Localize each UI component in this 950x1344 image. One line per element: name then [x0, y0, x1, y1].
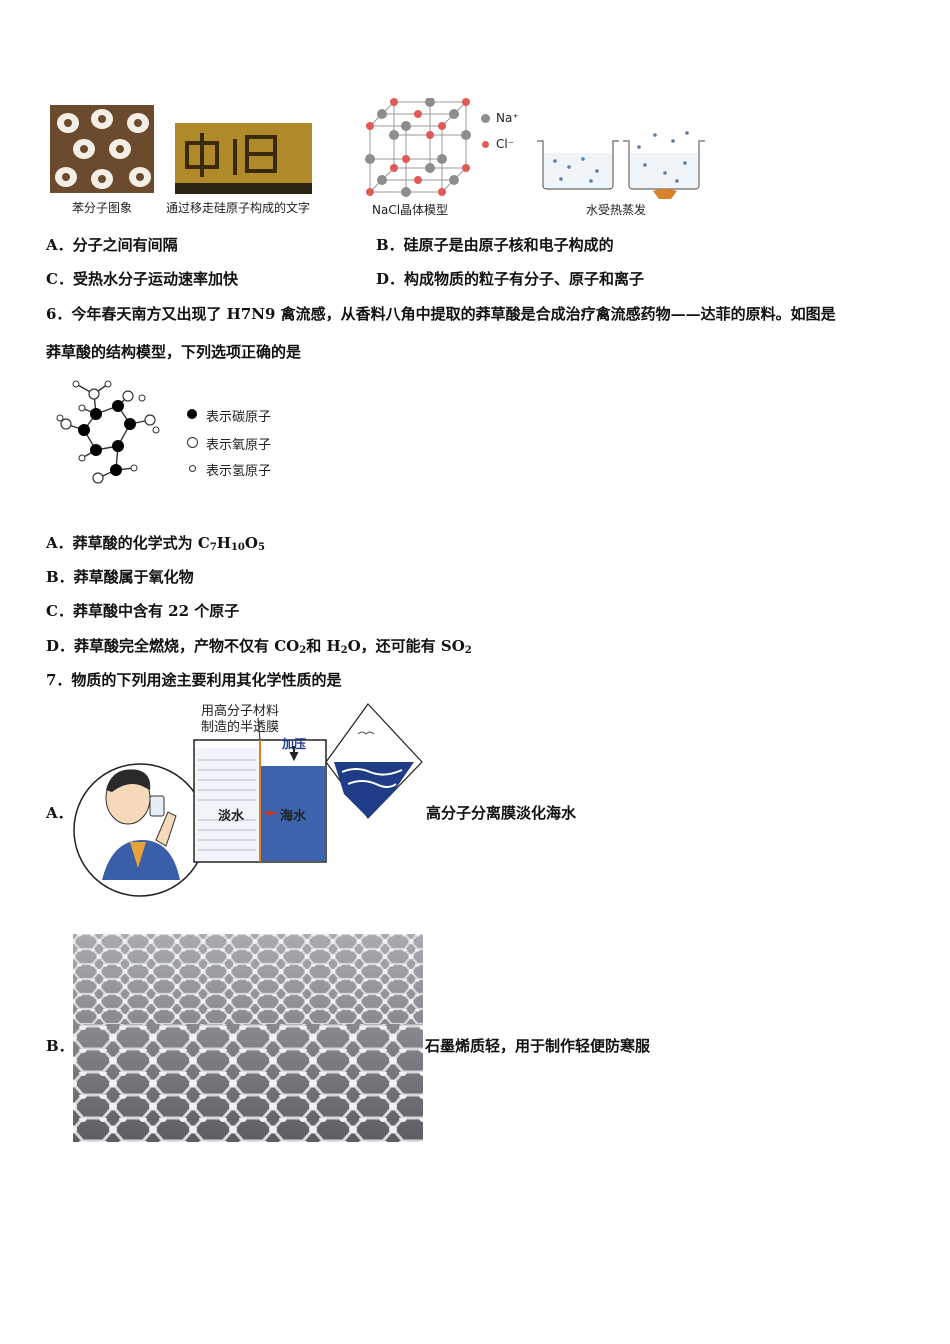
q7-option-a-label: A． — [46, 804, 73, 822]
sea-water-label: 海水 — [280, 809, 307, 824]
desalination-illustration — [72, 700, 424, 910]
fresh-water-label: 淡水 — [218, 809, 245, 824]
nacl-crystal-model — [364, 97, 476, 198]
q6-option-d: D．莽草酸完全燃烧，产物不仅有 CO2和 H2O，还可能有 SO2 — [46, 637, 472, 656]
q6-option-b: B．莽草酸属于氧化物 — [46, 568, 194, 586]
caption-benzene: 苯分子图象 — [72, 201, 133, 215]
na-legend-dot — [481, 114, 490, 123]
cl-legend-label: Cl⁻ — [496, 137, 515, 151]
q5-option-b: B．硅原子是由原子核和电子构成的 — [376, 236, 614, 254]
hydrogen-legend-dot — [189, 465, 196, 472]
na-legend-label: Na⁺ — [496, 111, 519, 125]
q6-option-a: A．莽草酸的化学式为 C7H10O5 — [46, 534, 265, 553]
graphene-image — [73, 934, 423, 1142]
q7-option-b-label: B． — [46, 1037, 74, 1055]
membrane-label-line2: 制造的半透膜 — [201, 720, 280, 735]
q7-stem: 7．物质的下列用途主要利用其化学性质的是 — [46, 671, 342, 689]
q7-option-a-text: 高分子分离膜淡化海水 — [426, 804, 577, 822]
carbon-legend-label: 表示碳原子 — [206, 410, 272, 425]
benzene-image — [50, 105, 154, 193]
oxygen-legend-dot — [187, 437, 198, 448]
q5-option-d: D．构成物质的粒子有分子、原子和离子 — [376, 270, 645, 288]
pressure-label: 加压 — [282, 737, 307, 751]
caption-nacl: NaCl晶体模型 — [372, 203, 449, 217]
water-evaporation-image — [535, 127, 707, 199]
q7-option-b-text: 石墨烯质轻，用于制作轻便防寒服 — [425, 1037, 651, 1055]
caption-evaporation: 水受热蒸发 — [586, 203, 647, 217]
q5-option-a: A．分子之间有间隔 — [46, 236, 178, 254]
silicon-text-image — [175, 123, 312, 194]
q6-option-c: C．莽草酸中含有 22 个原子 — [46, 602, 240, 620]
q5-option-c: C．受热水分子运动速率加快 — [46, 270, 238, 288]
cl-legend-dot — [482, 141, 489, 148]
q6-stem-line1: 6．今年春天南方又出现了 H7N9 禽流感，从香料八角中提取的莽草酸是合成治疗禽… — [46, 305, 836, 323]
oxygen-legend-label: 表示氧原子 — [206, 438, 272, 453]
q6-stem-line2: 莽草酸的结构模型，下列选项正确的是 — [46, 343, 302, 361]
shikimic-acid-model — [56, 378, 160, 488]
membrane-label-line1: 用高分子材料 — [201, 704, 280, 719]
caption-silicon: 通过移走硅原子构成的文字 — [166, 201, 311, 215]
carbon-legend-dot — [187, 409, 197, 419]
hydrogen-legend-label: 表示氢原子 — [206, 464, 272, 479]
